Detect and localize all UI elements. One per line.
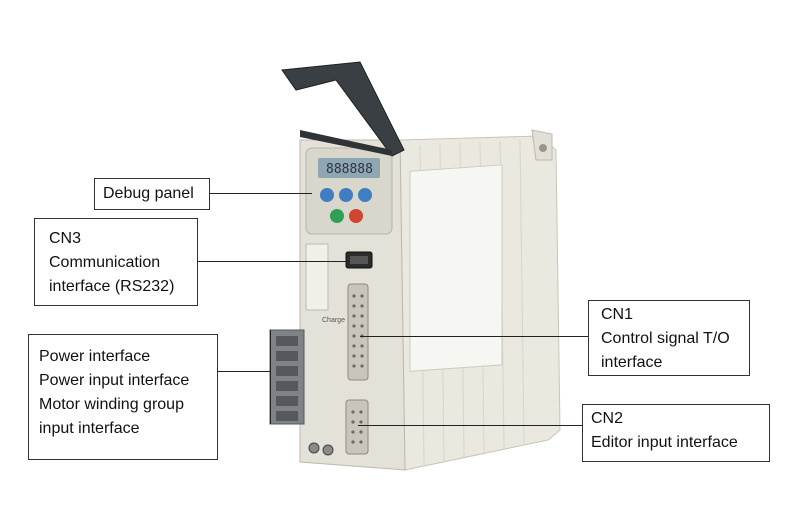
cn1-line-1: CN1 (601, 306, 634, 323)
power-bracket (270, 330, 271, 424)
cn1-label: CN1 Control signal T/O interface (588, 300, 750, 376)
cn1-leader (360, 336, 588, 337)
power-line-1: Power interface (39, 348, 151, 365)
ground-screw-right (322, 444, 334, 456)
display-digits: 888888 (326, 162, 373, 177)
cn3-line-1: CN3 (49, 230, 82, 247)
cn3-label: CN3 Communication interface (RS232) (34, 218, 198, 306)
left-button (320, 188, 334, 202)
ground-screw-left (308, 442, 320, 454)
cover-hinge (300, 130, 392, 156)
power-interface-label: Power interface Power input interface Mo… (28, 334, 218, 460)
display-window (318, 158, 380, 178)
power-line-2: Power input interface (39, 372, 190, 389)
cn2-leader (358, 425, 582, 426)
set-button (349, 209, 363, 223)
cn1-port (347, 283, 369, 381)
power-line-4: input interface (39, 420, 140, 437)
cn3-line-2: Communication (49, 254, 161, 271)
power-leader (218, 371, 270, 372)
debug-panel-leader (210, 193, 312, 194)
cn1-line-3: interface (601, 354, 663, 371)
debug-panel-label: Debug panel (94, 178, 210, 210)
right-button (358, 188, 372, 202)
status-window (305, 243, 329, 311)
charge-label: Charge (322, 317, 345, 324)
cn2-line-2: Editor input interface (591, 434, 738, 451)
cn2-label: CN2 Editor input interface (582, 404, 770, 462)
up-button (339, 188, 353, 202)
cn2-line-1: CN2 (591, 410, 624, 427)
debug-panel-text: Debug panel (103, 185, 194, 202)
cn1-line-2: Control signal T/O (601, 330, 730, 347)
cn3-line-3: interface (RS232) (49, 278, 175, 295)
cn2-port (345, 399, 369, 455)
mode-button (330, 209, 344, 223)
power-line-3: Motor winding group (39, 396, 184, 413)
cn3-leader (198, 261, 350, 262)
product-sticker (409, 164, 503, 372)
